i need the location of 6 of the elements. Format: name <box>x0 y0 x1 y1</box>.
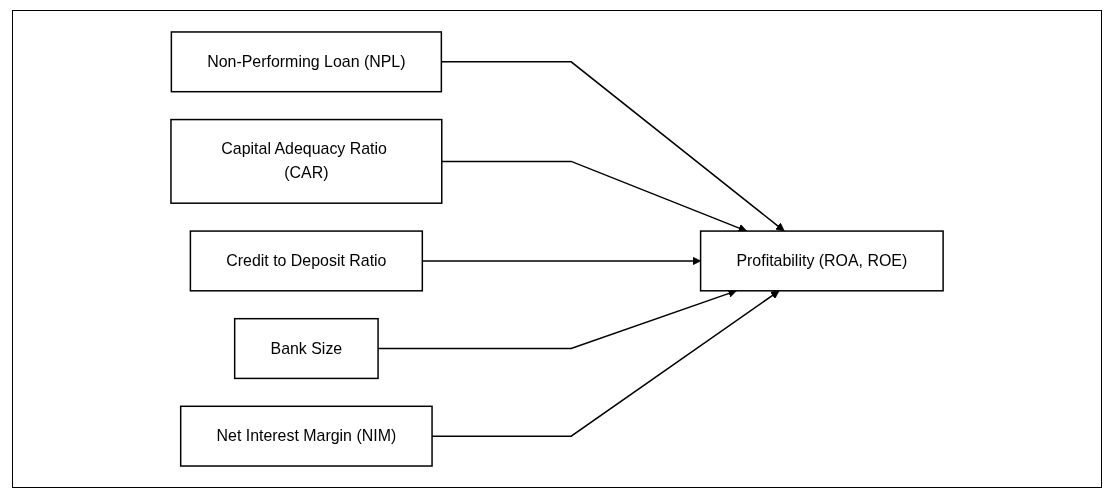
node-box: Bank Size <box>233 317 379 380</box>
node-box: Capital Adequacy Ratio (CAR) <box>170 118 443 204</box>
node-box: Non-Performing Loan (NPL) <box>170 31 443 93</box>
node-box: Profitability (ROA, ROE) <box>699 230 944 292</box>
node-box: Credit to Deposit Ratio <box>189 230 424 292</box>
node-box: Net Interest Margin (NIM) <box>179 405 433 467</box>
